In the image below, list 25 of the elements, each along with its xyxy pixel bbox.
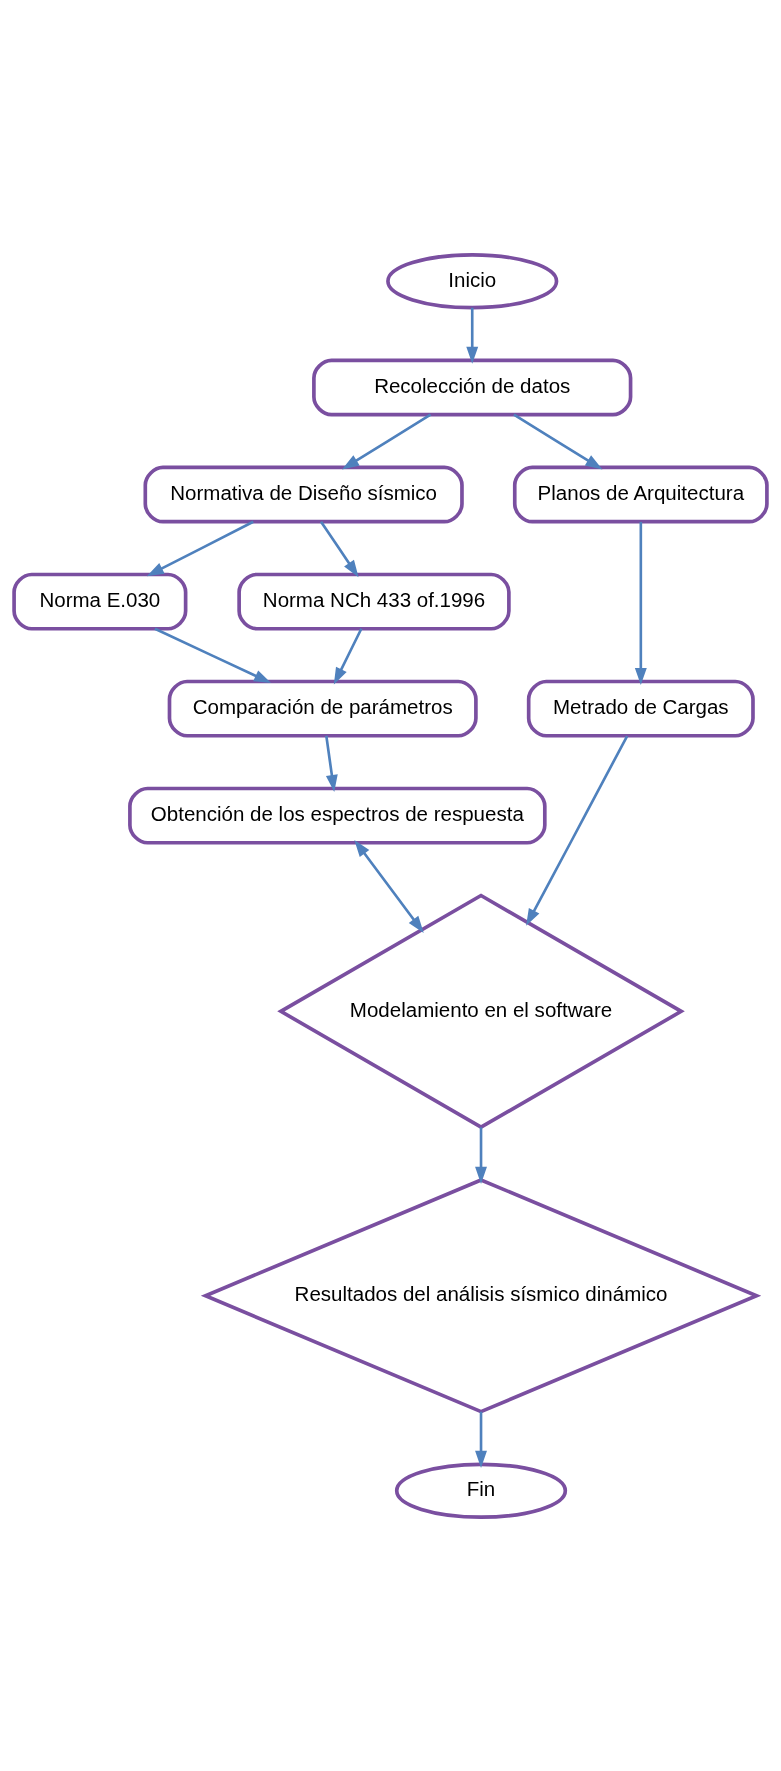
- node-box: Norma NCh 433 of.1996: [237, 572, 511, 631]
- arrow: [526, 734, 629, 926]
- node-box: Normativa de Diseño sísmico: [143, 465, 464, 524]
- arrow: [154, 627, 272, 683]
- arrow: [325, 735, 338, 792]
- node-box: Comparación de parámetros: [167, 679, 478, 738]
- node-box: Obtención de los espectros de respuesta: [128, 786, 547, 845]
- node-box: Recolección de datos: [312, 358, 633, 416]
- arrow: [513, 413, 603, 469]
- arrow: [466, 307, 479, 364]
- arrow: [475, 1411, 487, 1468]
- node-box: Planos de Arquitectura: [512, 465, 769, 524]
- arrow: [333, 627, 363, 685]
- arrow: [342, 413, 432, 469]
- arrow: [146, 520, 254, 576]
- node-diamond: Modelamiento en el software: [277, 892, 685, 1129]
- arrow: [354, 839, 424, 933]
- node-ellipse: Fin: [394, 1462, 568, 1519]
- node-ellipse: Inicio: [386, 252, 559, 309]
- node-diamond: Resultados del análisis sísmico dinámico: [200, 1177, 762, 1414]
- arrow: [319, 520, 359, 577]
- arrow: [475, 1126, 487, 1184]
- arrow: [634, 521, 647, 685]
- node-box: Norma E.030: [12, 572, 188, 631]
- node-box: Metrado de Cargas: [526, 679, 755, 738]
